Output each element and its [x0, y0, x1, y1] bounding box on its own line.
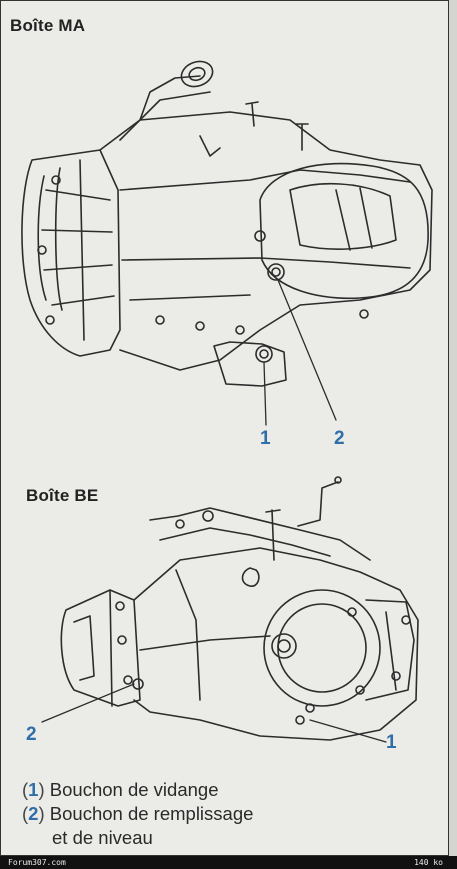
gearbox-be-drawing: [41, 476, 419, 743]
callout-ma-2: 2: [334, 428, 345, 449]
callout-ma-1: 1: [260, 428, 271, 449]
section-title-be: Boîte BE: [26, 486, 99, 505]
legend: (1) Bouchon de vidange (2) Bouchon de re…: [22, 778, 253, 850]
section-title-ma: Boîte MA: [10, 16, 86, 35]
legend-text-2: Bouchon de remplissage: [49, 803, 254, 824]
callout-be-2: 2: [26, 724, 37, 745]
footer-size: 140 ko: [414, 858, 443, 867]
footer-site: Forum307.com: [8, 858, 66, 867]
gearbox-illustrations: [21, 60, 433, 743]
legend-item-2: (2) Bouchon de remplissage: [22, 803, 254, 824]
page-frame: [0, 0, 449, 856]
legend-continuation: et de niveau: [52, 827, 153, 848]
legend-num-2: 2: [28, 803, 39, 824]
page-edge: [449, 0, 457, 856]
callout-be-1: 1: [386, 732, 397, 753]
legend-num-1: 1: [28, 779, 39, 800]
legend-text-1: Bouchon de vidange: [49, 779, 219, 800]
legend-item-1: (1) Bouchon de vidange: [22, 779, 219, 800]
footer-bar: Forum307.com 140 ko: [0, 856, 457, 869]
gearbox-ma-drawing: [21, 60, 433, 426]
